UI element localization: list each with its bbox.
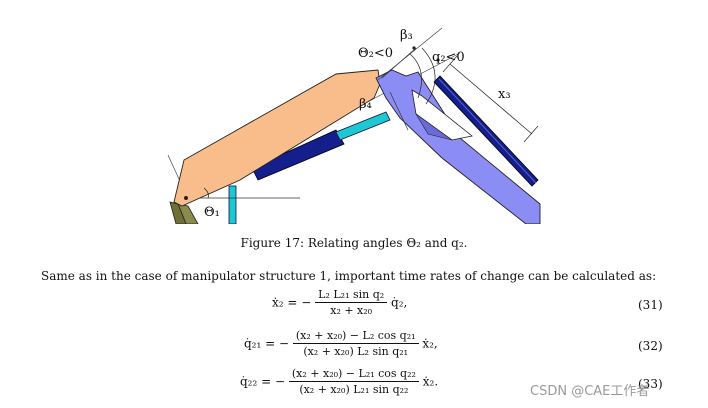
csdn-watermark: CSDN @CAE工作者 [530,384,650,399]
cylinder-1-rod [335,111,391,141]
equation-32-lhs: q̇₂₁ = − [244,336,290,351]
body-paragraph: Same as in the case of manipulator struc… [41,269,657,283]
equation-32-rhs: ẋ₂, [422,336,438,351]
x3-tick-top [442,55,458,73]
label-theta1: Θ₁ [204,205,220,220]
theta2-arc [409,53,422,99]
equation-33-lhs: q̇₂₂ = − [240,374,286,389]
label-x3: x₃ [498,87,511,102]
label-beta3: β₃ [400,28,413,43]
pivot-point-2 [436,58,440,62]
equation-31-denominator: x₂ + x₂₀ [330,304,373,317]
equation-31: ẋ₂ = − L₂ L₂₁ sin q₂ x₂ + x₂₀ q̇₂, [272,288,407,317]
beta4-line [389,91,409,131]
equation-33-rhs: ẋ₂. [422,374,439,389]
label-q2: q₂<0 [432,50,465,65]
base-mount-outer [169,201,187,224]
link-2-cutout-inner [415,113,453,141]
equation-32-fraction: (x₂ + x₂₀) − L₂ cos q₂₁ (x₂ + x₂₀) L₂ si… [292,329,419,358]
figure-caption: Figure 17: Relating angles Θ₂ and q₂. [240,236,468,250]
equation-33-numerator: (x₂ + x₂₀) − L₂₁ cos q₂₂ [288,367,419,382]
equation-31-number: (31) [638,298,663,312]
equation-32-denominator: (x₂ + x₂₀) L₂ sin q₂₁ [303,345,409,358]
joint-1 [184,196,188,200]
x3-dimension-line [449,63,533,135]
base-rod [228,185,237,224]
equation-33-fraction: (x₂ + x₂₀) − L₂₁ cos q₂₂ (x₂ + x₂₀) L₂₁ … [288,367,419,396]
pivot-point [412,46,416,50]
elbow-axis-line [381,47,417,79]
cylinder-2-highlight [438,78,537,184]
equation-33: q̇₂₂ = − (x₂ + x₂₀) − L₂₁ cos q₂₂ (x₂ + … [240,367,438,396]
theta1-arc [203,187,209,199]
q2-arc [421,47,436,105]
equation-31-fraction: L₂ L₂₁ sin q₂ x₂ + x₂₀ [315,288,388,317]
equation-31-numerator: L₂ L₂₁ sin q₂ [315,288,388,303]
manipulator-figure: β₃ Θ₂<0 q₂<0 x₃ β₄ Θ₁ [167,27,541,224]
equation-33-number: (33) [638,377,663,391]
equation-32-number: (32) [638,339,663,353]
label-theta2: Θ₂<0 [358,46,393,61]
equation-33-denominator: (x₂ + x₂₀) L₂₁ sin q₂₂ [299,383,409,396]
label-beta4: β₄ [359,97,372,112]
equation-31-rhs: q̇₂, [391,295,408,310]
cylinder-2-barrel [433,75,539,187]
x3-tick-bottom [523,125,539,143]
link-2-body [375,69,541,224]
equation-32: q̇₂₁ = − (x₂ + x₂₀) − L₂ cos q₂₁ (x₂ + x… [244,329,438,358]
equation-32-numerator: (x₂ + x₂₀) − L₂ cos q₂₁ [292,329,419,344]
link-1-body [173,69,381,207]
cylinder-1-barrel [251,129,345,181]
equation-31-lhs: ẋ₂ = − [272,295,312,310]
